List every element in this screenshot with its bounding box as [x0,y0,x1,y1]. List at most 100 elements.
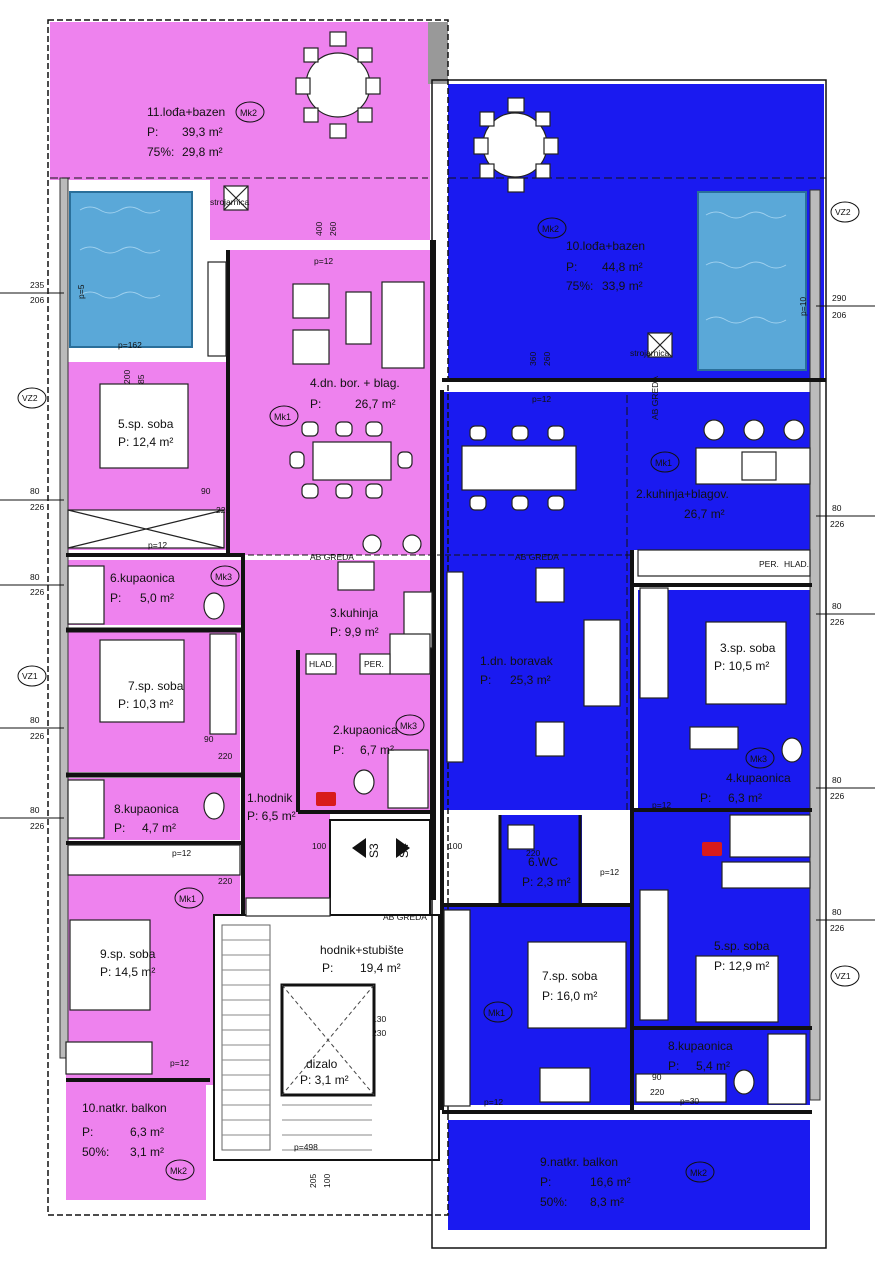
right-bed5 [695,955,779,1023]
svg-text:50%:: 50%: [540,1195,567,1209]
svg-text:Mk1: Mk1 [179,894,196,904]
svg-text:80: 80 [30,486,40,496]
right-r2-title: 2.kuhinja+blagov. [636,487,729,501]
svg-text:290: 290 [832,293,846,303]
svg-text:226: 226 [30,821,44,831]
svg-text:80: 80 [30,715,40,725]
svg-text:50%:: 50%: [82,1145,109,1159]
svg-text:AB GREDA: AB GREDA [650,376,660,420]
svg-text:P:: P: [540,1175,551,1189]
svg-text:P: 9,9 m²: P: 9,9 m² [330,625,379,639]
svg-text:P:: P: [480,673,491,687]
svg-text:Mk2: Mk2 [240,108,257,118]
svg-text:8,3 m²: 8,3 m² [590,1195,624,1209]
svg-text:AB GREDA: AB GREDA [383,912,427,922]
svg-text:3,1 m²: 3,1 m² [130,1145,164,1159]
svg-text:P:: P: [566,260,577,274]
svg-text:p=5: p=5 [76,284,86,299]
svg-text:4,7 m²: 4,7 m² [142,821,176,835]
wall-tag: VZ2 [835,207,851,217]
svg-text:220: 220 [216,505,230,515]
svg-text:p=12: p=12 [484,1097,503,1107]
svg-text:16,6 m²: 16,6 m² [590,1175,631,1189]
svg-text:220: 220 [218,876,232,886]
left-r4-title: 4.dn. bor. + blag. [310,376,400,390]
left-r7-title: 7.sp. soba [128,679,184,693]
svg-text:Mk2: Mk2 [542,224,559,234]
svg-text:p=10: p=10 [798,297,808,316]
svg-text:P: 6,5 m²: P: 6,5 m² [247,809,296,823]
svg-text:26,7 m²: 26,7 m² [684,507,725,521]
svg-text:p=498: p=498 [294,1142,318,1152]
svg-text:P: 12,9 m²: P: 12,9 m² [714,959,769,973]
left-dining-table [312,441,392,481]
svg-text:P: 12,4 m²: P: 12,4 m² [118,435,173,449]
pools [69,191,807,371]
svg-text:6,3 m²: 6,3 m² [130,1125,164,1139]
svg-text:90: 90 [201,486,211,496]
svg-text:44,8 m²: 44,8 m² [602,260,643,274]
svg-text:25,3 m²: 25,3 m² [510,673,551,687]
svg-text:P:: P: [110,591,121,605]
section-arrow-icon [396,838,410,858]
right-balcony-fill [448,1120,810,1230]
svg-text:PER.: PER. [364,659,384,669]
intercom-icon [702,842,722,856]
svg-text:P: 3,1 m²: P: 3,1 m² [300,1073,349,1087]
right-r7-title: 7.sp. soba [542,969,598,983]
svg-text:Mk2: Mk2 [690,1168,707,1178]
svg-text:p=12: p=12 [170,1058,189,1068]
svg-text:Mk3: Mk3 [750,754,767,764]
left-r6-title: 6.kupaonica [110,571,175,585]
stair-core [213,819,440,1161]
left-r11-area: 39,3 m² [182,125,223,139]
furniture [65,31,811,1107]
right-bed3 [705,621,787,705]
svg-text:6,3 m²: 6,3 m² [728,791,762,805]
svg-text:80: 80 [30,572,40,582]
right-r9-title: 9.natkr. balkon [540,1155,618,1169]
svg-text:P:: P: [333,743,344,757]
right-r6-title: 6.WC [528,855,558,869]
svg-text:p=12: p=12 [172,848,191,858]
svg-text:AB GREDA: AB GREDA [515,552,559,562]
svg-text:P: 10,3 m²: P: 10,3 m² [118,697,173,711]
svg-text:80: 80 [30,805,40,815]
left-r2-title: 2.kupaonica [333,723,398,737]
right-r8-title: 8.kupaonica [668,1039,733,1053]
left-balcony-fill [66,1082,206,1200]
svg-text:P:: P: [700,791,711,805]
section-s4-label: S4 [397,843,411,858]
svg-text:90: 90 [204,734,214,744]
dimensions: 235 206 290 206 80 226 80 226 80 226 80 … [0,222,875,1188]
svg-text:206: 206 [30,295,44,305]
svg-text:220: 220 [526,848,540,858]
svg-text:75%:: 75%: [566,279,593,293]
left-r1-title: 1.hodnik [247,791,293,805]
left-r11-title: 11.lođa+bazen [147,105,225,119]
left-bed5 [99,383,189,469]
svg-text:HLAD.: HLAD. [309,659,334,669]
left-r3-title: 3.kuhinja [330,606,378,620]
roof-label-right: strojarnica [630,348,669,358]
lift-title: dizalo [306,1057,338,1071]
svg-text:230: 230 [372,1028,386,1038]
svg-text:P:: P: [310,397,321,411]
svg-text:80: 80 [832,907,842,917]
svg-text:P: 16,0 m²: P: 16,0 m² [542,989,597,1003]
tag-circles [17,101,860,1183]
svg-text:P:: P: [147,125,158,139]
left-r10-title: 10.natkr. balkon [82,1101,167,1115]
svg-text:HLAD.: HLAD. [784,559,809,569]
roof-label-left: strojarnica [210,197,249,207]
svg-text:75%:: 75%: [147,145,174,159]
svg-text:P:: P: [668,1059,679,1073]
svg-text:Mk1: Mk1 [488,1008,505,1018]
svg-text:80: 80 [832,503,842,513]
right-r5-title: 5.sp. soba [714,939,770,953]
svg-text:Mk1: Mk1 [274,412,291,422]
left-r8-title: 8.kupaonica [114,802,179,816]
svg-text:400: 400 [314,222,324,236]
svg-text:p=30: p=30 [680,1096,699,1106]
